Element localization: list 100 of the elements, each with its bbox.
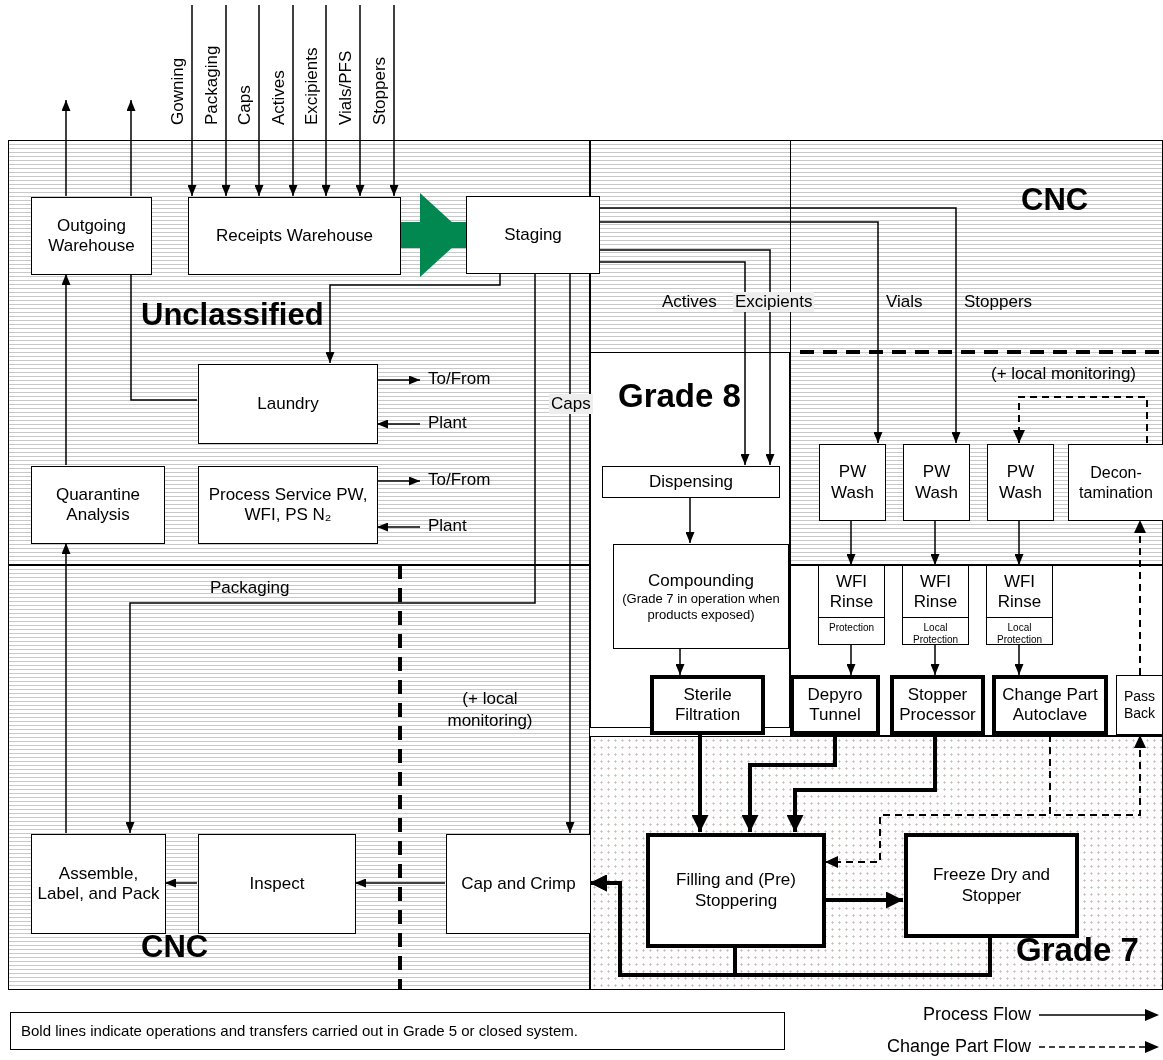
note-text: (+ local monitoring) — [446, 688, 534, 733]
edge-label: To/From — [428, 470, 491, 490]
process-box — [198, 834, 356, 934]
edge-label: Actives — [269, 70, 289, 125]
arrow — [376, 419, 421, 429]
arrow — [61, 99, 71, 197]
box-label: PW Wash — [830, 462, 875, 503]
zone-label: CNC — [141, 931, 209, 962]
edge-label: Stoppers — [370, 56, 390, 125]
arrow — [599, 221, 883, 444]
arrow — [400, 193, 466, 277]
arrow — [125, 273, 536, 834]
arrow — [1134, 519, 1146, 676]
note-text: (+ local monitoring) — [990, 363, 1137, 385]
box-label: Change Part Autoclave — [1001, 684, 1099, 726]
arrow — [599, 207, 961, 444]
connector-line — [130, 273, 198, 401]
edge-label: Vials — [886, 292, 923, 312]
edge-label: Packaging — [202, 45, 222, 125]
box-label: Outgoing Warehouse — [47, 215, 136, 257]
process-box — [890, 675, 985, 735]
box-label: PW Wash — [914, 462, 959, 503]
zone-label: CNC — [1021, 184, 1089, 215]
process-box — [31, 197, 152, 275]
box-label: WFI Rinse — [987, 566, 1052, 618]
process-box — [198, 364, 378, 444]
process-box — [466, 196, 600, 274]
arrow — [565, 273, 575, 834]
arrow — [1014, 644, 1024, 676]
legend-text: Process Flow — [922, 1004, 1031, 1025]
arrow — [599, 261, 750, 466]
arrow — [930, 519, 940, 566]
box-note: Protection — [829, 620, 874, 634]
box-label: Process Service PW, WFI, PS N₂ — [207, 484, 369, 526]
zone-label: Unclassified — [141, 299, 324, 330]
box-label: Receipts Warehouse — [215, 225, 374, 247]
process-box — [818, 565, 885, 645]
arrow — [354, 878, 446, 888]
legend-text: Change Part Flow — [886, 1036, 1031, 1057]
box-label: Assemble, Label, and Pack — [36, 863, 161, 905]
arrow — [376, 522, 421, 532]
arrow — [846, 519, 856, 566]
arrow — [376, 375, 421, 385]
box-label: Pass Back — [1122, 688, 1157, 722]
zone-area — [8, 565, 590, 990]
box-note: (Grade 7 in operation when products exposed) — [621, 591, 781, 623]
box-note: Local Protection — [996, 620, 1043, 646]
edge-label: Caps — [549, 394, 593, 414]
process-box — [646, 833, 826, 948]
box-label: Dispensing — [648, 471, 734, 493]
arrow — [691, 735, 709, 832]
zone-area — [590, 736, 1163, 990]
process-box — [902, 565, 969, 645]
arrow — [825, 891, 903, 909]
box-label: Cap and Crimp — [461, 873, 576, 895]
process-box — [650, 675, 765, 735]
edge-label: Packaging — [210, 578, 290, 598]
arrow — [930, 644, 940, 676]
arrow — [389, 4, 399, 197]
process-box — [446, 834, 591, 934]
box-label: Filling and (Pre) Stoppering — [675, 870, 797, 911]
arrow — [187, 4, 197, 197]
arrow — [846, 644, 856, 676]
arrow — [786, 735, 937, 832]
box-label: Stopper Processor — [898, 684, 977, 726]
arrow — [126, 99, 136, 197]
arrow — [1013, 396, 1148, 444]
edge-label: Plant — [428, 516, 467, 536]
box-label: Laundry — [257, 393, 319, 415]
process-box — [992, 675, 1108, 735]
edge-label: Actives — [662, 292, 717, 312]
process-box — [987, 444, 1054, 521]
arrow — [254, 4, 264, 197]
process-box — [986, 565, 1053, 645]
arrow — [675, 647, 685, 676]
box-label: Quarantine Analysis — [54, 484, 142, 526]
process-box — [1068, 444, 1163, 521]
process-box — [904, 833, 1079, 938]
edge-label: Excipients — [302, 47, 322, 125]
process-box — [1116, 675, 1163, 735]
process-box — [198, 466, 378, 544]
process-box — [613, 544, 789, 649]
box-label: Inspect — [249, 873, 305, 895]
zone-label: Grade 8 — [618, 379, 741, 412]
process-box — [31, 466, 165, 544]
arrow — [321, 4, 331, 197]
arrow — [61, 273, 71, 466]
arrow — [164, 878, 198, 888]
box-label: Compounding — [648, 570, 754, 592]
arrow — [61, 542, 71, 834]
note-box: Bold lines indicate operations and transfers carried out in Grade 5 or closed system. — [10, 1012, 785, 1050]
edge-label: Plant — [428, 413, 467, 433]
box-label: Depyro Tunnel — [806, 684, 864, 726]
arrow — [685, 496, 695, 544]
box-label: Sterile Filtration — [673, 684, 742, 726]
box-label: PW Wash — [998, 462, 1043, 503]
arrow — [325, 273, 501, 364]
process-box — [790, 675, 880, 735]
edge-label: Gowning — [168, 57, 188, 125]
arrow — [221, 4, 231, 197]
